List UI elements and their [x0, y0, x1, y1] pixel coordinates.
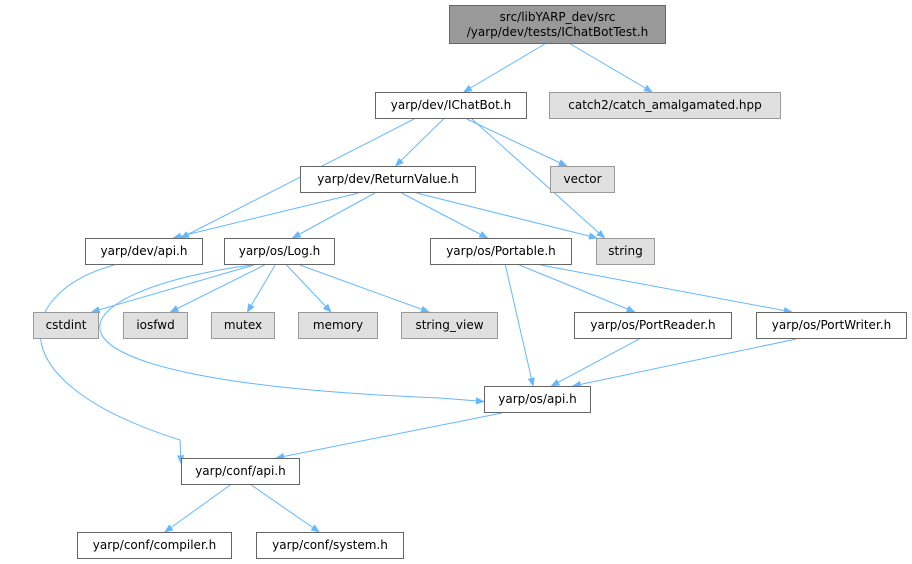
edge-portwriter-to-os_api — [571, 338, 797, 388]
edge-ichatbot-to-string — [471, 118, 606, 239]
node-mutex[interactable]: mutex — [211, 312, 275, 339]
edge-log-to-mutex — [246, 264, 276, 313]
edge-portable-to-portwriter — [540, 264, 793, 315]
node-string-view[interactable]: string_view — [401, 312, 498, 339]
edge-portable-to-os_api — [504, 264, 535, 387]
node-dev-api-h[interactable]: yarp/dev/api.h — [85, 238, 203, 265]
edge-returnvalue-to-log — [291, 192, 376, 239]
node-string[interactable]: string — [596, 238, 655, 265]
edge-dev_api-to-conf_api — [39, 264, 185, 465]
node-conf-api-h[interactable]: yarp/conf/api.h — [181, 458, 300, 485]
edge-ichatbot-to-vector — [466, 118, 568, 167]
edge-root-to-ichatbot — [463, 43, 545, 93]
node-root-line2: /yarp/dev/tests/IChatBotTest.h — [466, 24, 649, 39]
node-portreader-h[interactable]: yarp/os/PortReader.h — [574, 312, 732, 339]
edge-ichatbot-to-dev_api — [180, 118, 415, 239]
node-root-line1: src/libYARP_dev/src — [499, 9, 616, 24]
edge-log-to-iosfwd — [169, 264, 265, 313]
edge-portreader-to-os_api — [550, 338, 640, 387]
node-memory[interactable]: memory — [298, 312, 378, 339]
edge-returnvalue-to-dev_api — [172, 192, 359, 240]
node-returnvalue-h[interactable]: yarp/dev/ReturnValue.h — [300, 166, 476, 193]
node-conf-compiler-h[interactable]: yarp/conf/compiler.h — [77, 532, 232, 559]
node-iosfwd[interactable]: iosfwd — [123, 312, 188, 339]
node-portable-h[interactable]: yarp/os/Portable.h — [430, 238, 572, 265]
edge-returnvalue-to-portable — [401, 192, 489, 239]
edge-conf_api-to-conf_compiler — [164, 484, 231, 533]
edge-os_api-to-conf_api — [275, 412, 502, 460]
node-log-h[interactable]: yarp/os/Log.h — [224, 238, 335, 265]
edge-conf_api-to-conf_system — [250, 484, 321, 533]
node-catch2-amalgamated[interactable]: catch2/catch_amalgamated.hpp — [549, 92, 781, 119]
edge-root-to-catch2 — [570, 43, 653, 93]
node-os-api-h[interactable]: yarp/os/api.h — [484, 386, 591, 413]
node-ichatbottest-h[interactable]: src/libYARP_dev/src /yarp/dev/tests/ICha… — [449, 5, 666, 44]
node-conf-system-h[interactable]: yarp/conf/system.h — [256, 532, 404, 559]
node-cstdint[interactable]: cstdint — [33, 312, 99, 339]
edge-log-to-cstdint — [90, 264, 255, 314]
edge-log-to-memory — [286, 264, 332, 313]
node-vector[interactable]: vector — [550, 166, 615, 193]
edge-log-to-os_api — [99, 264, 485, 405]
edge-portable-to-portreader — [519, 264, 636, 313]
edge-log-to-string_view — [299, 264, 430, 313]
edge-returnvalue-to-string — [416, 192, 598, 240]
node-ichatbot-h[interactable]: yarp/dev/IChatBot.h — [375, 92, 527, 119]
edge-ichatbot-to-returnvalue — [394, 118, 444, 167]
node-portwriter-h[interactable]: yarp/os/PortWriter.h — [756, 312, 907, 339]
